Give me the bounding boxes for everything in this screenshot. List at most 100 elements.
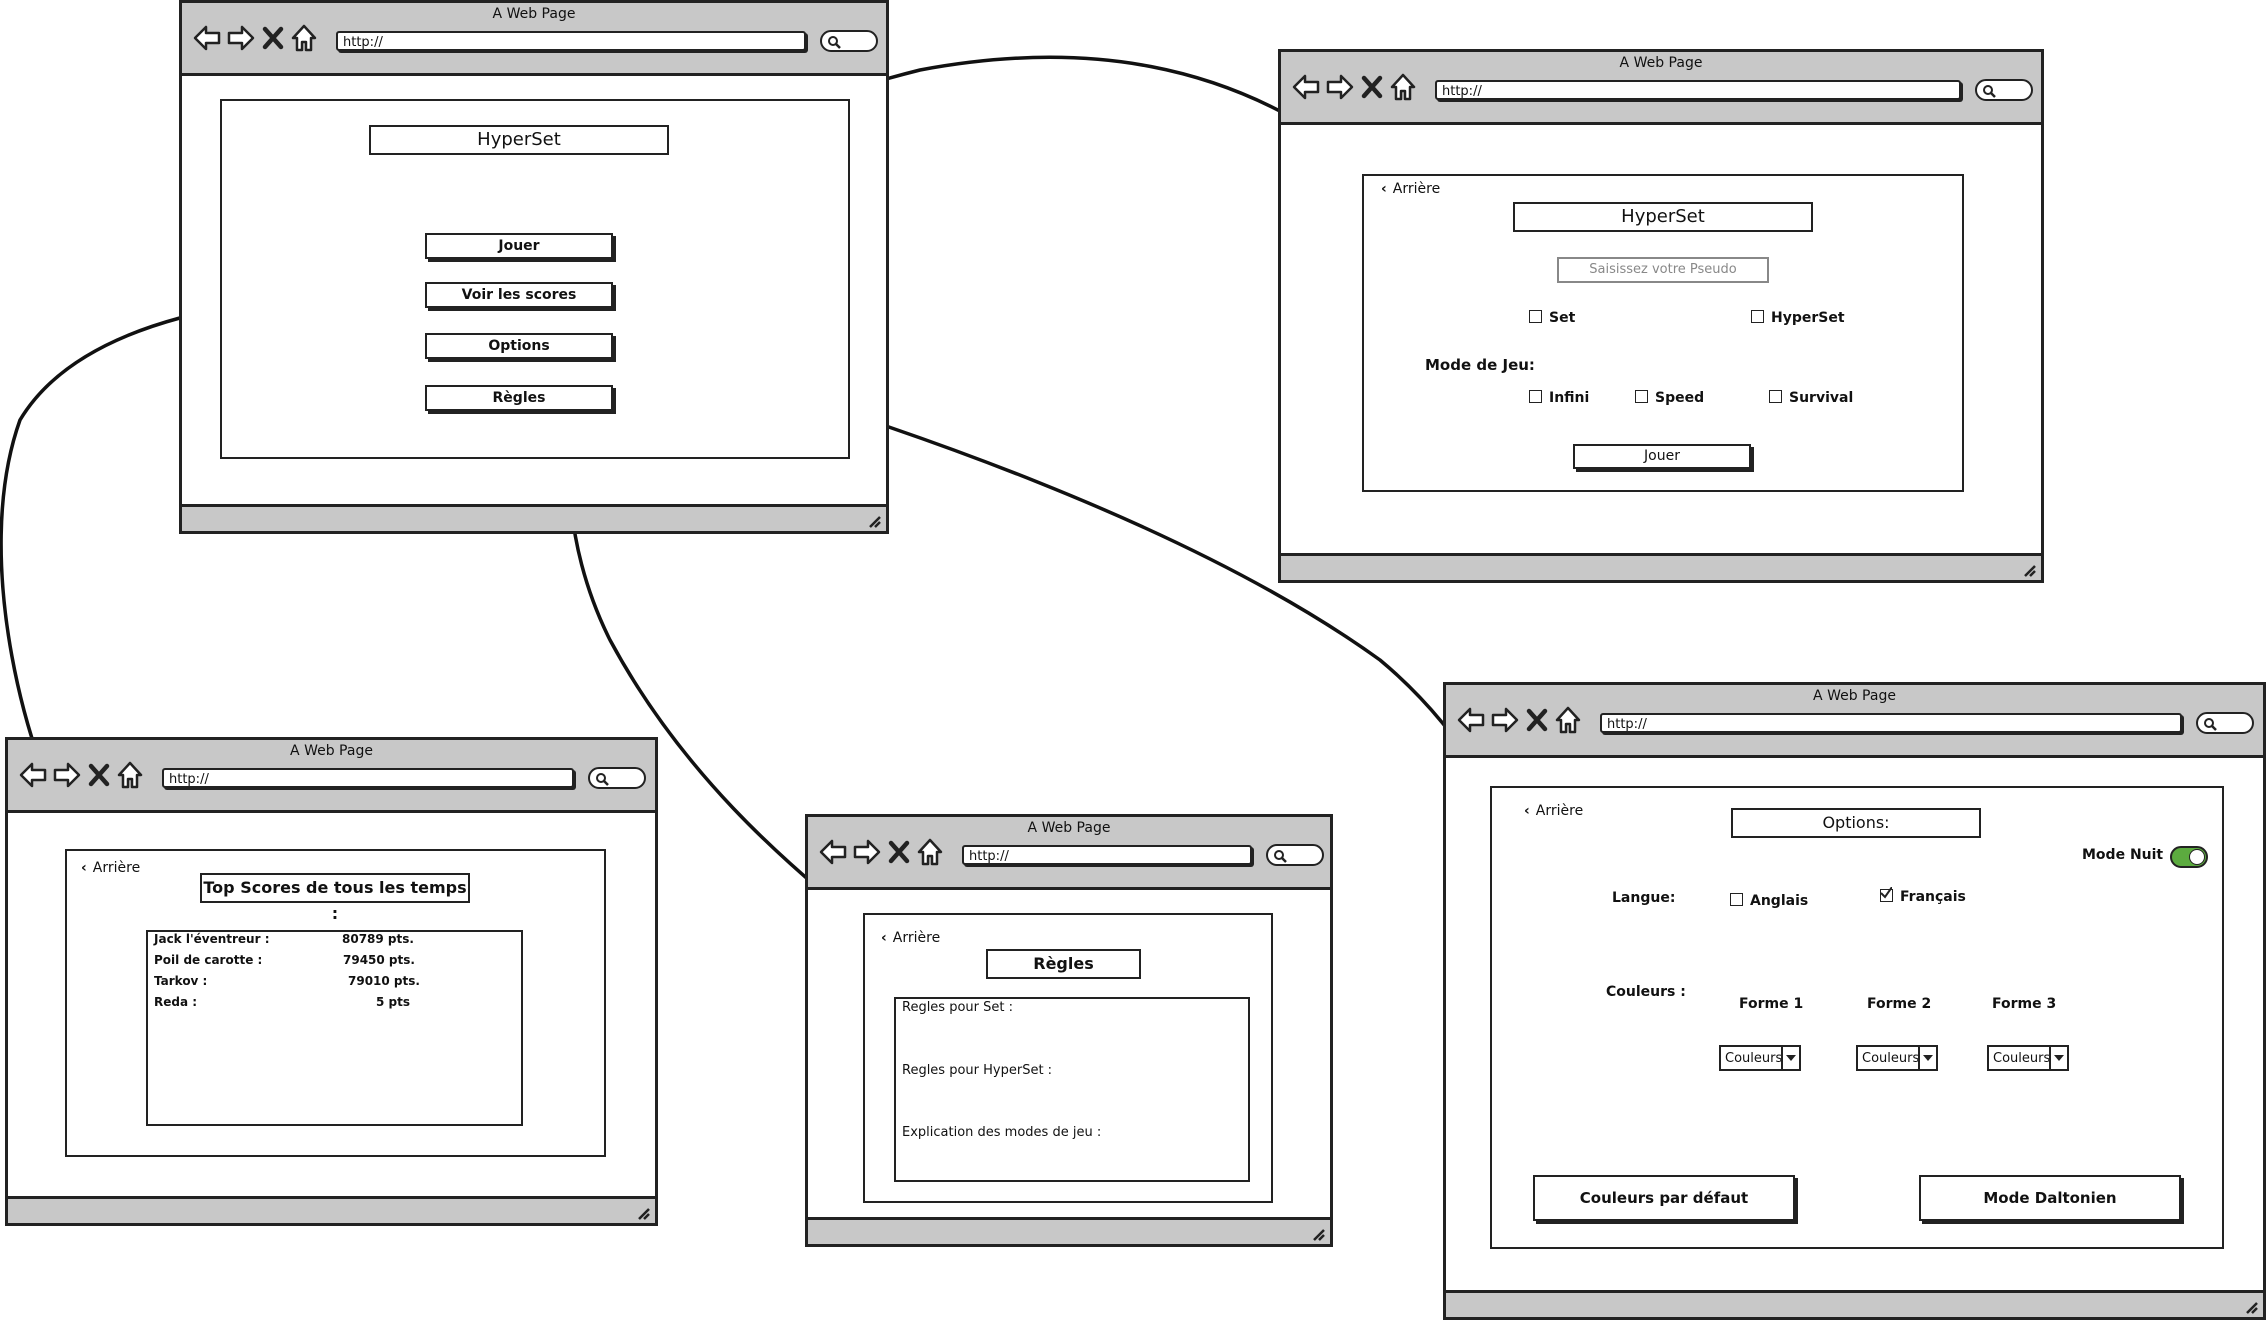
- window-title: A Web Page: [492, 6, 576, 22]
- shape-2-color-select[interactable]: Couleurs: [1856, 1045, 1938, 1071]
- url-bar[interactable]: http://: [962, 845, 1252, 865]
- night-mode-label: Mode Nuit: [2082, 847, 2164, 863]
- score-value-3: 79010 pts.: [348, 974, 420, 988]
- language-english-checkbox[interactable]: Anglais: [1730, 893, 1808, 909]
- browser-toolbar: A Web Page http://: [1446, 685, 2263, 758]
- search-field[interactable]: [1266, 844, 1324, 866]
- status-bar: [1281, 553, 2041, 580]
- close-icon[interactable]: [886, 837, 912, 867]
- scores-button[interactable]: Voir les scores: [425, 282, 613, 308]
- mode-label: Mode de Jeu:: [1425, 356, 1535, 374]
- back-link[interactable]: ‹Arrière: [81, 860, 141, 876]
- close-icon[interactable]: [260, 23, 286, 53]
- search-icon: [596, 773, 609, 786]
- window-main-menu: A Web Page http:// HyperSet Jouer Voir l…: [179, 0, 889, 534]
- chevron-down-icon: [2049, 1047, 2067, 1069]
- variant-hyperset-checkbox[interactable]: HyperSet: [1751, 310, 1845, 326]
- shape-3-color-select[interactable]: Couleurs: [1987, 1045, 2069, 1071]
- back-arrow-icon[interactable]: [1456, 705, 1486, 735]
- shape-3-label: Forme 3: [1992, 996, 2057, 1012]
- search-field[interactable]: [588, 767, 646, 789]
- status-bar: [1446, 1290, 2263, 1317]
- close-icon[interactable]: [86, 760, 112, 790]
- night-mode-toggle[interactable]: [2170, 846, 2208, 868]
- home-icon[interactable]: [1389, 72, 1417, 102]
- window-title: A Web Page: [1619, 55, 1703, 71]
- rules-button[interactable]: Règles: [425, 385, 613, 411]
- score-name-4: Reda :: [154, 995, 198, 1009]
- url-bar[interactable]: http://: [1600, 713, 2182, 733]
- home-icon[interactable]: [116, 760, 144, 790]
- resize-grip-icon[interactable]: [2243, 1299, 2259, 1315]
- window-title: A Web Page: [1813, 688, 1896, 704]
- resize-grip-icon[interactable]: [635, 1205, 651, 1221]
- forward-arrow-icon[interactable]: [1325, 72, 1355, 102]
- mode-infini-checkbox[interactable]: Infini: [1529, 390, 1589, 406]
- options-panel: [1490, 786, 2224, 1249]
- search-icon: [828, 36, 841, 49]
- mode-survival-checkbox[interactable]: Survival: [1769, 390, 1853, 406]
- search-field[interactable]: [2196, 712, 2254, 734]
- status-bar: [8, 1196, 655, 1223]
- forward-arrow-icon[interactable]: [226, 23, 256, 53]
- resize-grip-icon[interactable]: [866, 513, 882, 529]
- checkmark-icon: [1880, 887, 1893, 902]
- back-link[interactable]: ‹Arrière: [1381, 181, 1441, 197]
- start-play-button[interactable]: Jouer: [1573, 444, 1751, 469]
- search-icon: [2204, 718, 2217, 731]
- resize-grip-icon[interactable]: [2021, 562, 2037, 578]
- window-title: A Web Page: [1027, 820, 1111, 836]
- shape-1-color-select[interactable]: Couleurs: [1719, 1045, 1801, 1071]
- status-bar: [182, 504, 886, 531]
- back-arrow-icon[interactable]: [1291, 72, 1321, 102]
- forward-arrow-icon[interactable]: [1490, 705, 1520, 735]
- daltonian-mode-button[interactable]: Mode Daltonien: [1919, 1175, 2181, 1221]
- forward-arrow-icon[interactable]: [852, 837, 882, 867]
- play-button[interactable]: Jouer: [425, 233, 613, 259]
- main-title: HyperSet: [369, 125, 669, 155]
- url-bar[interactable]: http://: [336, 31, 806, 51]
- rules-hyperset-text: Regles pour HyperSet :: [902, 1063, 1053, 1078]
- rules-text-box: [894, 997, 1250, 1182]
- rules-set-text: Regles pour Set :: [902, 1000, 1013, 1015]
- colors-label: Couleurs :: [1606, 984, 1686, 1000]
- status-bar: [808, 1217, 1330, 1244]
- window-play-setup: A Web Page http:// ‹Arrière HyperSet Sai…: [1278, 49, 2044, 583]
- search-field[interactable]: [1975, 79, 2033, 101]
- search-icon: [1983, 85, 1996, 98]
- close-icon[interactable]: [1524, 705, 1550, 735]
- window-rules: A Web Page http:// ‹Arrière Règles Regle…: [805, 814, 1333, 1247]
- shape-2-label: Forme 2: [1867, 996, 1932, 1012]
- chevron-down-icon: [1781, 1047, 1799, 1069]
- url-bar[interactable]: http://: [162, 768, 574, 788]
- scores-table: [146, 930, 523, 1126]
- rules-modes-text: Explication des modes de jeu :: [902, 1125, 1102, 1140]
- forward-arrow-icon[interactable]: [52, 760, 82, 790]
- score-name-2: Poil de carotte :: [154, 953, 263, 967]
- resize-grip-icon[interactable]: [1310, 1226, 1326, 1242]
- window-scores: A Web Page http:// ‹Arrière Top Scores d…: [5, 737, 658, 1226]
- home-icon[interactable]: [916, 837, 944, 867]
- back-link[interactable]: ‹Arrière: [1524, 803, 1584, 819]
- variant-set-checkbox[interactable]: Set: [1529, 310, 1575, 326]
- back-arrow-icon[interactable]: [818, 837, 848, 867]
- shape-1-label: Forme 1: [1739, 996, 1804, 1012]
- back-arrow-icon[interactable]: [192, 23, 222, 53]
- back-arrow-icon[interactable]: [18, 760, 48, 790]
- chevron-down-icon: [1918, 1047, 1936, 1069]
- url-bar[interactable]: http://: [1435, 80, 1961, 100]
- scores-title: Top Scores de tous les temps :: [200, 873, 470, 923]
- mode-speed-checkbox[interactable]: Speed: [1635, 390, 1704, 406]
- pseudo-input[interactable]: Saisissez votre Pseudo: [1557, 257, 1769, 283]
- score-name-3: Tarkov :: [154, 974, 208, 988]
- default-colors-button[interactable]: Couleurs par défaut: [1533, 1175, 1795, 1221]
- close-icon[interactable]: [1359, 72, 1385, 102]
- search-field[interactable]: [820, 30, 878, 52]
- home-icon[interactable]: [290, 23, 318, 53]
- home-icon[interactable]: [1554, 705, 1582, 735]
- options-button[interactable]: Options: [425, 333, 613, 359]
- play-title: HyperSet: [1513, 202, 1813, 232]
- language-french-checkbox[interactable]: Français: [1880, 887, 1966, 905]
- back-link[interactable]: ‹Arrière: [881, 930, 941, 946]
- rules-title: Règles: [986, 949, 1141, 979]
